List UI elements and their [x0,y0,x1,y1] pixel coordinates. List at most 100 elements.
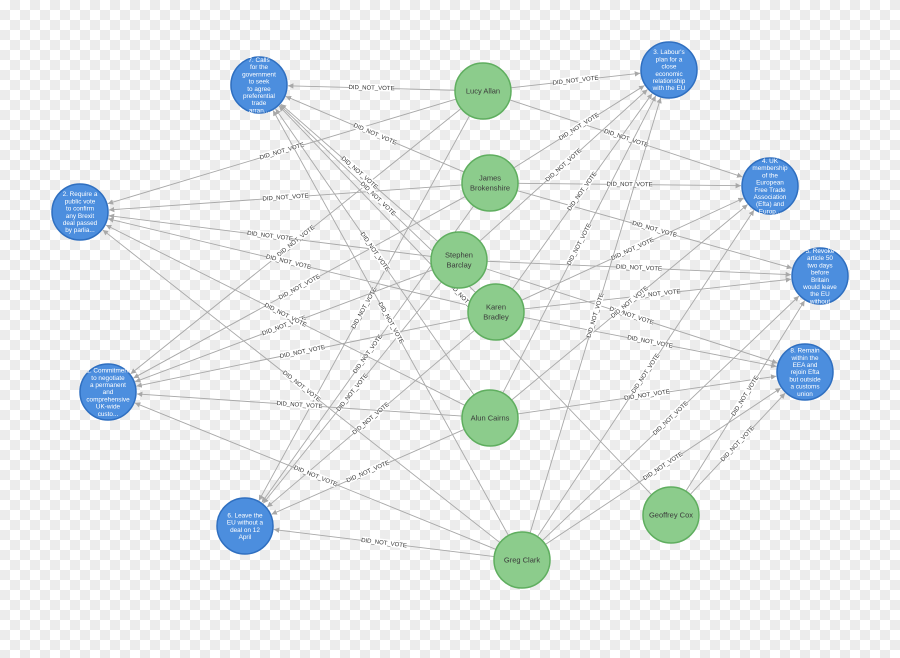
edge-alun-m4[interactable]: DID_NOT_VOTE [511,204,748,401]
edge-lucy-m7[interactable]: DID_NOT_VOTE [287,83,456,92]
edge-james-m7[interactable]: DID_NOT_VOTE [285,95,465,173]
edge-greg-m1[interactable]: DID_NOT_VOTE [134,402,497,550]
edge-lucy-m4[interactable]: DID_NOT_VOTE [509,99,743,178]
edge-label: DID_NOT_VOTE [652,401,689,437]
edge-label-background [280,343,325,360]
edge-label-background [351,401,390,436]
edge-label-background [610,236,654,262]
edge-label: DID_NOT_VOTE [567,171,599,212]
edge-label-background [630,352,661,394]
edge-karen-m5[interactable]: DID_NOT_VOTE [523,277,792,310]
edge-label: DID_NOT_VOTE [720,425,756,463]
edge-label-background [361,536,407,549]
edge-label-background [604,127,649,149]
person-node-alun[interactable]: Alun Cairns [461,389,519,447]
motion-circle [776,343,834,401]
person-name: Alun Cairns [471,414,510,423]
edge-label: DID_NOT_VOTE [361,538,407,550]
person-circle [493,531,551,589]
edge-label-background [349,83,394,92]
edges-layer: DID_NOT_VOTEDID_NOT_VOTEDID_NOT_VOTEDID_… [102,71,806,558]
edge-label-background [278,273,321,301]
edge-label: DID_NOT_VOTE [293,465,338,488]
edge-label: DID_NOT_VOTE [634,289,680,300]
motion-circle [791,247,849,305]
person-circle [642,486,700,544]
edge-greg-m6[interactable]: DID_NOT_VOTE [273,527,495,558]
person-circle [454,62,512,120]
edge-label-background [607,180,652,188]
edge-label-background [558,111,600,142]
edge-karen-m1[interactable]: DID_NOT_VOTE [136,317,469,388]
edge-label: DID_NOT_VOTE [567,223,593,267]
edge-label: DID_NOT_VOTE [278,274,321,301]
edge-label-background [359,231,391,272]
edge-label-background [247,229,293,242]
edge-stephen-m5[interactable]: DID_NOT_VOTE [486,260,792,278]
edge-label: DID_NOT_VOTE [631,353,661,395]
person-node-geoffrey[interactable]: Geoffrey Cox [642,486,700,544]
edge-geoffrey-m5[interactable]: DID_NOT_VOTE [685,300,806,492]
edge-label: DID_NOT_VOTE [606,182,652,188]
edge-label-background [651,400,689,436]
edge-karen-m4[interactable]: DID_NOT_VOTE [521,197,744,301]
edge-label: DID_NOT_VOTE [552,76,598,87]
person-name: Lucy Allan [466,87,500,96]
edge-stephen-m8[interactable]: DID_NOT_VOTE [485,268,778,364]
person-circle [461,154,519,212]
person-circle [461,389,519,447]
motion-circle [51,183,109,241]
edge-label-background [282,369,322,403]
edge-label: DID_NOT_VOTE [346,460,391,484]
person-node-lucy[interactable]: Lucy Allan [454,62,512,120]
edge-james-m2[interactable]: DID_NOT_VOTE [108,184,463,213]
edge-label-background [642,450,684,481]
edge-lucy-m2[interactable]: DID_NOT_VOTE [107,98,457,205]
edge-label-background [346,459,390,484]
edge-label-background [276,224,315,258]
motion-circle [79,363,137,421]
edge-label: DID_NOT_VOTE [336,373,370,413]
edge-label-background [553,74,598,87]
edge-lucy-m3[interactable]: DID_NOT_VOTE [510,71,641,89]
edge-alun-m3[interactable]: DID_NOT_VOTE [502,95,657,394]
edge-label: DID_NOT_VOTE [348,85,394,92]
motion-circle [741,157,799,215]
edge-label-background [616,263,662,272]
edge-label-background [544,147,582,183]
edge-label-background [585,293,605,338]
edge-alun-m1[interactable]: DID_NOT_VOTE [136,391,463,417]
person-circle [467,283,525,341]
edge-label: DID_NOT_VOTE [247,231,293,243]
person-name: Geoffrey Cox [649,511,693,520]
edge-label-background [340,155,379,190]
edge-label-background [293,464,338,488]
edge-label: DID_NOT_VOTE [616,265,662,273]
edge-label-background [351,333,384,374]
motion-circle [230,56,288,114]
person-node-greg[interactable]: Greg Clark [493,531,551,589]
edge-james-m4[interactable]: DID_NOT_VOTE [517,180,742,189]
edge-label-background [627,333,673,350]
edge-label-background [359,180,397,217]
